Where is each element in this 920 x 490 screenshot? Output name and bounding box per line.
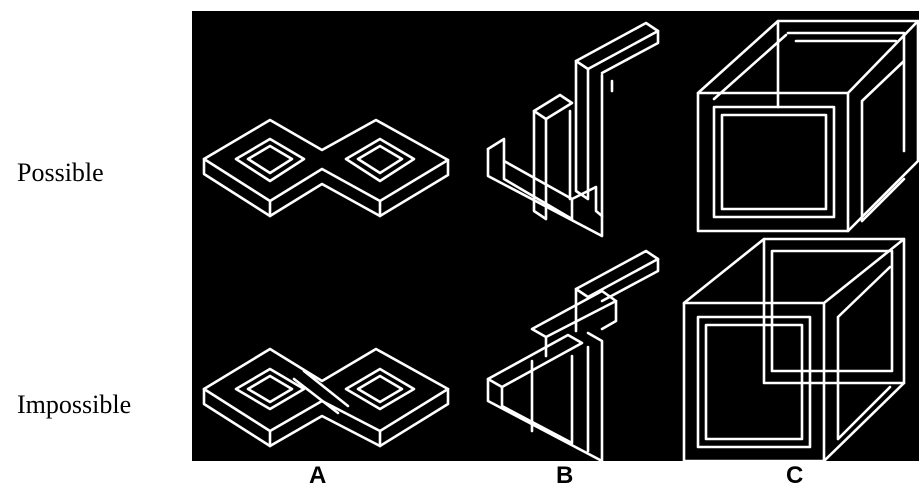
figure-b-impossible <box>486 249 660 461</box>
figure-a-possible <box>202 118 450 218</box>
figure-b-possible <box>486 21 660 238</box>
figure-panel <box>192 11 919 461</box>
figure-c-impossible <box>682 237 906 461</box>
column-label-a: A <box>309 462 327 489</box>
figure-a-impossible <box>202 347 450 448</box>
row-label-impossible: Impossible <box>17 390 132 419</box>
figure-c-possible <box>696 19 919 233</box>
row-label-possible: Possible <box>17 158 104 187</box>
column-label-b: B <box>556 462 574 489</box>
column-label-c: C <box>786 462 804 489</box>
figure-drawings <box>202 19 919 461</box>
